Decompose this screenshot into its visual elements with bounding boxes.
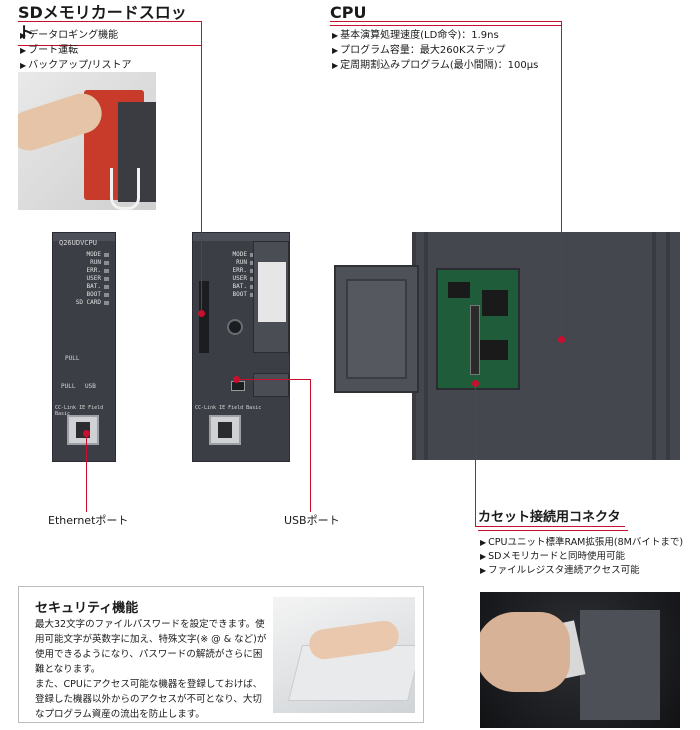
usb-leader-line xyxy=(240,379,310,380)
cpu-heading: CPU xyxy=(330,3,562,26)
security-panel: セキュリティ機能 最大32文字のファイルパスワードを設定できます。使用可能文字が… xyxy=(18,586,424,723)
usb-cover-open[interactable] xyxy=(253,373,289,397)
led-label: MODE xyxy=(76,251,109,259)
cpu-leader-line xyxy=(330,21,562,22)
led-label: ERR. xyxy=(76,267,109,275)
led-label: RUN xyxy=(233,259,255,267)
cassette-insert-photo xyxy=(480,592,680,728)
ethernet-port[interactable] xyxy=(209,415,241,445)
ethernet-marker xyxy=(83,430,90,437)
list-item: データロギング機能 xyxy=(20,28,132,43)
led-panel: MODE RUN ERR. USER BAT. BOOT xyxy=(233,251,255,299)
rotary-switch[interactable] xyxy=(227,319,243,335)
ethernet-leader-line xyxy=(86,436,87,512)
cassette-cover-open[interactable] xyxy=(334,265,419,393)
cassette-heading: カセット接続用コネクタ xyxy=(478,508,628,531)
sd-slot-features: データロギング機能 ブート運転 バックアップ/リストア xyxy=(20,28,132,73)
usb-cable-image xyxy=(110,168,140,210)
led-label: BOOT xyxy=(233,291,255,299)
hand-image xyxy=(480,612,570,692)
sd-leader-line xyxy=(201,21,202,313)
pull-label: PULL xyxy=(65,355,80,362)
model-label: Q26UDVCPU xyxy=(59,239,97,247)
security-paragraph: 最大32文字のファイルパスワードを設定できます。使用可能文字が英数字に加え、特殊… xyxy=(35,619,267,675)
sd-slot-marker xyxy=(198,310,205,317)
connector-marker xyxy=(472,380,479,387)
led-label: BAT. xyxy=(233,283,255,291)
usb-port-label: USBポート xyxy=(284,514,340,527)
security-description: 最大32文字のファイルパスワードを設定できます。使用可能文字が英数字に加え、特殊… xyxy=(35,617,271,722)
sd-card-slot[interactable] xyxy=(199,281,209,353)
security-paragraph: また、CPUにアクセス可能な機器を登録しておけば、登録した機器以外からのアクセス… xyxy=(35,679,263,720)
sd-card-insert-photo xyxy=(18,72,156,210)
connector-leader-line xyxy=(475,526,625,527)
front-cover-open[interactable] xyxy=(253,241,289,353)
list-item: ブート運転 xyxy=(20,43,132,58)
usb-leader-line xyxy=(310,379,311,512)
led-label: USER xyxy=(233,275,255,283)
list-item: 基本演算処理速度(LD命令)：1.9ns xyxy=(332,28,538,43)
led-label: BOOT xyxy=(76,291,109,299)
cpu-specs: 基本演算処理速度(LD命令)：1.9ns プログラム容量：最大260Kステップ … xyxy=(332,28,538,73)
usb-label: USB xyxy=(85,383,96,390)
cpu-marker xyxy=(558,336,565,343)
cover-sticker-image xyxy=(258,262,286,322)
network-label: CC-Link IE Field Basic xyxy=(195,405,262,411)
list-item: ファイルレジスタ連続アクセス可能 xyxy=(480,564,683,578)
list-item: CPUユニット標準RAM拡張用(8Mバイトまで) xyxy=(480,536,683,550)
list-item: SDメモリカードと同時使用可能 xyxy=(480,550,683,564)
led-panel: MODE RUN ERR. USER BAT. BOOT SD CARD xyxy=(76,251,109,307)
led-label: MODE xyxy=(233,251,255,259)
ethernet-port[interactable] xyxy=(67,415,99,445)
led-label: RUN xyxy=(76,259,109,267)
led-label: BAT. xyxy=(76,283,109,291)
cpu-title: CPU xyxy=(330,3,367,22)
list-item: プログラム容量：最大260Kステップ xyxy=(332,43,538,58)
led-label: USER xyxy=(76,275,109,283)
network-label: CC-Link IE Field Basic xyxy=(55,405,104,417)
cpu-leader-line xyxy=(561,21,562,339)
list-item: バックアップ/リストア xyxy=(20,58,131,73)
cassette-title: カセット接続用コネクタ xyxy=(478,510,621,525)
pull-label: PULL xyxy=(61,383,76,390)
cassette-features: CPUユニット標準RAM拡張用(8Mバイトまで) SDメモリカードと同時使用可能… xyxy=(480,536,683,578)
plc-module-image xyxy=(580,610,660,720)
ethernet-port-label: Ethernetポート xyxy=(48,514,129,527)
connector-leader-line xyxy=(475,386,476,526)
led-label: ERR. xyxy=(233,267,255,275)
cassette-connector[interactable] xyxy=(470,305,480,375)
cpu-unit-front: Q26UDVCPU MODE RUN ERR. USER BAT. BOOT S… xyxy=(52,232,116,462)
usb-marker xyxy=(233,376,240,383)
sd-leader-line xyxy=(18,21,202,22)
keyboard-typing-photo xyxy=(273,597,415,713)
cpu-unit-open: MODE RUN ERR. USER BAT. BOOT CC-Link IE … xyxy=(192,232,290,462)
led-label: SD CARD xyxy=(76,299,109,307)
list-item: 定周期割込みプログラム(最小間隔)：100μs xyxy=(332,58,538,73)
security-title: セキュリティ機能 xyxy=(35,601,139,616)
